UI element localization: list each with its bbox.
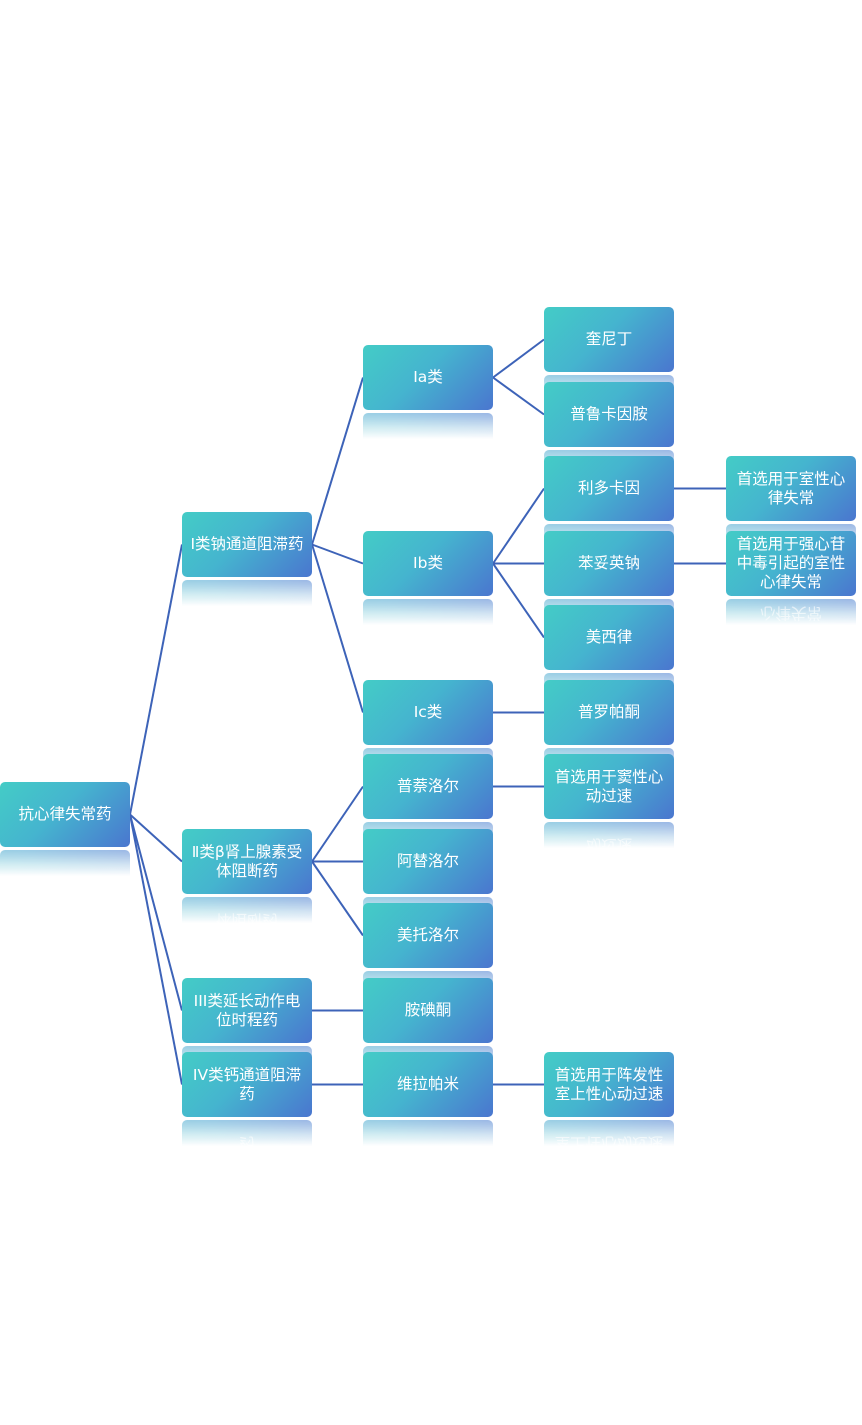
node-label: 普萘洛尔 xyxy=(396,777,459,795)
node-class-1: I类钠通道阻滞药 xyxy=(182,512,312,577)
node-label: 普鲁卡因胺 xyxy=(570,405,648,423)
node-label: 胺碘酮 xyxy=(404,1001,452,1019)
node-label: III类延长动作电位时程药 xyxy=(193,991,301,1029)
node-reflection xyxy=(544,822,674,848)
node-quinidine: 奎尼丁 xyxy=(544,307,674,372)
node-label: 阿替洛尔 xyxy=(396,852,459,870)
node-reflection xyxy=(182,580,312,606)
node-metoprolol: 美托洛尔 xyxy=(363,903,493,968)
node-label: Ⅱ类β肾上腺素受体阻断药 xyxy=(191,842,303,880)
connector-root-c3 xyxy=(129,814,183,1011)
node-label: IV类钙通道阻滞药 xyxy=(192,1065,302,1103)
connector-ib-ldky xyxy=(492,487,545,565)
node-label: 奎尼丁 xyxy=(585,330,633,348)
connector-root-c1 xyxy=(129,544,183,815)
node-label: Ia类 xyxy=(413,368,443,386)
node-class-1a: Ia类 xyxy=(363,345,493,410)
connector-c2-pnl xyxy=(311,785,364,863)
node-label: 首选用于窦性心动过速 xyxy=(554,767,664,805)
node-label: 利多卡因 xyxy=(577,479,640,497)
node-note-psvt: 首选用于阵发性室上性心动过速 xyxy=(544,1052,674,1117)
connector-c1-ib xyxy=(311,543,364,565)
node-reflection xyxy=(363,599,493,625)
node-root-antiarrhythmic: 抗心律失常药 xyxy=(0,782,130,847)
node-note-ventricular-arrhythmia: 首选用于室性心律失常 xyxy=(726,456,856,521)
node-propafenone: 普罗帕酮 xyxy=(544,680,674,745)
node-label: 维拉帕米 xyxy=(396,1075,459,1093)
node-label: Ib类 xyxy=(413,554,443,572)
connector-c1-ia xyxy=(311,377,364,545)
node-label: 抗心律失常药 xyxy=(18,805,112,823)
node-note-digitalis-toxicity: 首选用于强心苷中毒引起的室性心律失常 xyxy=(726,531,856,596)
node-propranolol: 普萘洛尔 xyxy=(363,754,493,819)
node-lidocaine: 利多卡因 xyxy=(544,456,674,521)
node-label: 首选用于阵发性室上性心动过速 xyxy=(554,1065,664,1103)
node-reflection xyxy=(726,599,856,625)
node-phenytoin: 苯妥英钠 xyxy=(544,531,674,596)
node-reflection xyxy=(363,1120,493,1146)
node-note-sinus-tachycardia: 首选用于窦性心动过速 xyxy=(544,754,674,819)
node-class-1c: Ic类 xyxy=(363,680,493,745)
node-procainamide: 普鲁卡因胺 xyxy=(544,382,674,447)
node-reflection xyxy=(363,413,493,439)
connector-ib-mxl xyxy=(492,562,545,639)
connector-root-c4 xyxy=(129,814,183,1085)
node-class-4: IV类钙通道阻滞药 xyxy=(182,1052,312,1117)
node-amiodarone: 胺碘酮 xyxy=(363,978,493,1043)
connector-c2-mtl xyxy=(311,860,364,937)
node-label: 普罗帕酮 xyxy=(577,703,640,721)
node-mexiletine: 美西律 xyxy=(544,605,674,670)
node-label: 苯妥英钠 xyxy=(577,554,640,572)
node-label: 首选用于室性心律失常 xyxy=(736,469,846,507)
node-class-1b: Ib类 xyxy=(363,531,493,596)
node-label: 美西律 xyxy=(585,628,633,646)
node-class-3: III类延长动作电位时程药 xyxy=(182,978,312,1043)
node-reflection xyxy=(0,850,130,876)
node-reflection xyxy=(182,1120,312,1146)
node-label: 美托洛尔 xyxy=(396,926,459,944)
node-class-2: Ⅱ类β肾上腺素受体阻断药 xyxy=(182,829,312,894)
connector-ia-plkya xyxy=(492,376,545,416)
node-label: Ic类 xyxy=(413,703,443,721)
connector-c1-ic xyxy=(311,544,364,713)
node-reflection xyxy=(182,897,312,923)
connector-root-c2 xyxy=(129,813,183,863)
node-atenolol: 阿替洛尔 xyxy=(363,829,493,894)
node-label: I类钠通道阻滞药 xyxy=(190,535,304,553)
node-reflection xyxy=(544,1120,674,1146)
connector-ia-knd xyxy=(492,338,545,379)
node-verapamil: 维拉帕米 xyxy=(363,1052,493,1117)
node-label: 首选用于强心苷中毒引起的室性心律失常 xyxy=(736,535,846,591)
